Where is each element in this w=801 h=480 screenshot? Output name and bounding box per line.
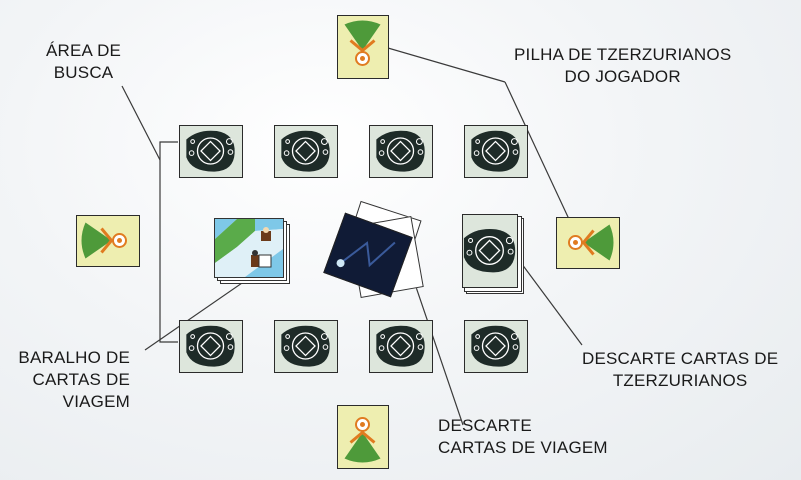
search-card[interactable] bbox=[274, 125, 338, 178]
tzerzurian-discard[interactable] bbox=[462, 214, 526, 294]
player-pile-card-left[interactable] bbox=[76, 215, 140, 267]
label-tzerzurian-discard: DESCARTE CARTAS DE TZERZURIANOS bbox=[582, 349, 779, 390]
search-card[interactable] bbox=[464, 125, 528, 178]
desert-landscape-icon bbox=[215, 219, 283, 277]
stone-tile-icon bbox=[463, 228, 516, 273]
label-search-area: ÁREA DE BUSCA bbox=[46, 41, 122, 82]
stone-tile-icon bbox=[281, 130, 330, 172]
search-card[interactable] bbox=[179, 320, 243, 373]
stone-tile-icon bbox=[471, 325, 520, 367]
stone-tile-icon bbox=[186, 325, 235, 367]
stone-tile-icon bbox=[281, 325, 330, 367]
stone-tile-icon bbox=[376, 130, 425, 172]
travel-deck-leader bbox=[144, 271, 259, 351]
player-pile-leader bbox=[380, 45, 506, 83]
player-pile-leader-2 bbox=[504, 81, 576, 233]
search-area-bracket bbox=[159, 141, 178, 343]
tzerzurian-figure-icon bbox=[568, 224, 614, 261]
label-travel-deck: BARALHO DE CARTAS DE VIAGEM bbox=[18, 348, 130, 411]
search-area-leader bbox=[121, 85, 161, 161]
search-card[interactable] bbox=[179, 125, 243, 178]
search-card[interactable] bbox=[369, 125, 433, 178]
tzerzurian-figure-icon bbox=[344, 20, 381, 66]
stone-tile-icon bbox=[186, 130, 235, 172]
search-card[interactable] bbox=[274, 320, 338, 373]
search-card[interactable] bbox=[369, 320, 433, 373]
travel-discard[interactable] bbox=[322, 200, 424, 299]
tzerzurian-figure-icon bbox=[344, 417, 381, 463]
label-player-pile: PILHA DE TZERZURIANOS DO JOGADOR bbox=[514, 45, 732, 86]
search-card[interactable] bbox=[464, 320, 528, 373]
player-pile-card-top[interactable] bbox=[337, 15, 389, 79]
travel-discard-top-card bbox=[323, 212, 413, 298]
tzerzurian-figure-icon bbox=[81, 222, 127, 259]
travel-deck[interactable] bbox=[214, 218, 290, 284]
travel-deck-top-card bbox=[214, 218, 284, 278]
stone-tile-icon bbox=[471, 130, 520, 172]
stone-tile-icon bbox=[376, 325, 425, 367]
label-travel-discard: DESCARTE CARTAS DE VIAGEM bbox=[438, 416, 608, 457]
player-pile-card-right[interactable] bbox=[556, 217, 620, 269]
player-pile-card-bottom[interactable] bbox=[337, 405, 389, 469]
path-line-icon bbox=[336, 241, 396, 268]
tzerzurian-discard-top-card bbox=[462, 214, 518, 288]
